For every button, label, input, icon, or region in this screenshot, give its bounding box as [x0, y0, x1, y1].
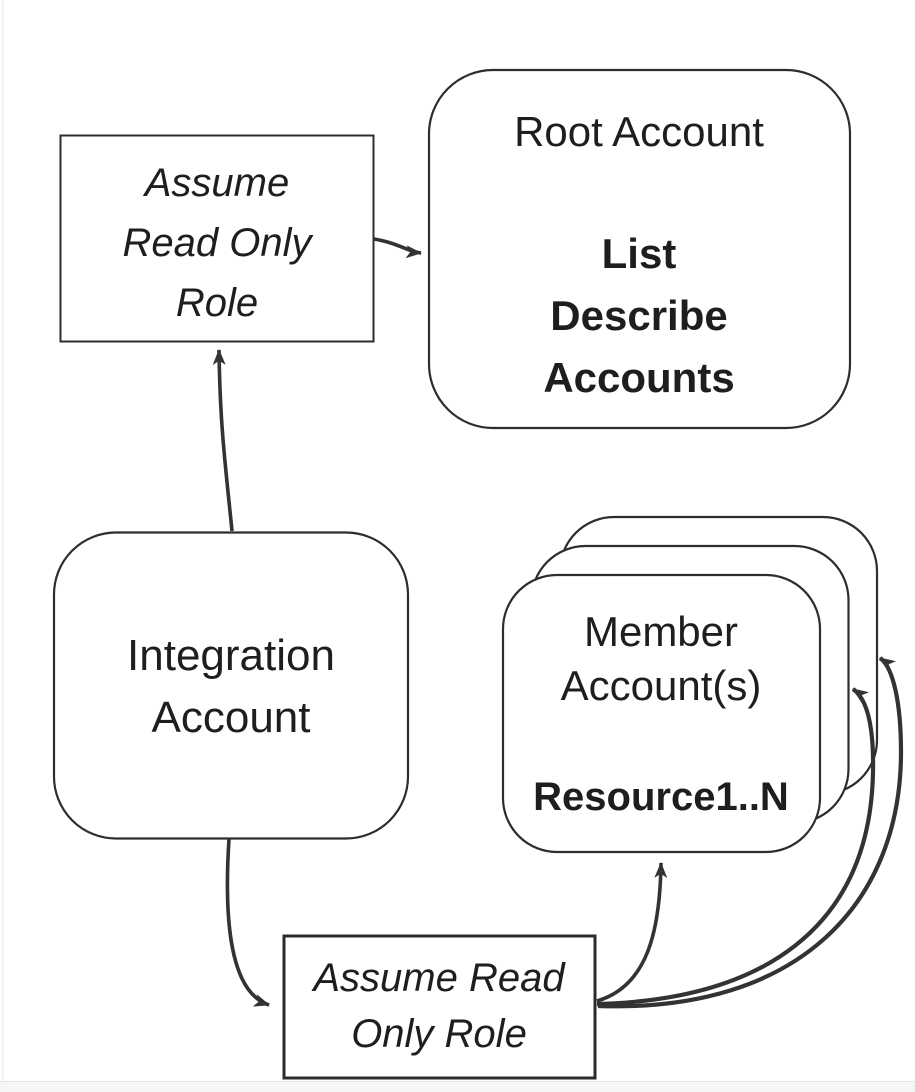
page-bottom-strip [0, 1082, 915, 1092]
edge-assume-top-to-root-account [373, 237, 422, 259]
node-assume-role-bottom: Assume Read Only Role [282, 934, 597, 1080]
root-account-action-3: Accounts [543, 354, 734, 401]
assume-role-bottom-box [282, 934, 597, 1080]
assume-role-bottom-line-1: Assume Read [311, 956, 566, 1000]
edge-integration-to-assume-top [212, 349, 234, 532]
edge-integration-to-assume-bottom [225, 838, 270, 1007]
edge-assume-bottom-to-member-front [596, 862, 668, 1003]
member-accounts-front-box [501, 573, 822, 854]
root-account-box [427, 68, 852, 430]
member-accounts-resource-label: Resource1..N [533, 775, 789, 819]
page-bottom-hairline [0, 1081, 915, 1082]
node-root-account: Root Account List Describe Accounts [427, 68, 852, 430]
integration-account-box [52, 531, 410, 840]
member-accounts-line-2: Account(s) [561, 662, 762, 709]
node-integration-account: Integration Account [52, 531, 410, 840]
assume-role-top-box [59, 134, 375, 343]
integration-account-line-2: Account [152, 693, 311, 742]
node-assume-role-top: Assume Read Only Role [59, 134, 375, 343]
edge-assume-bottom-to-member-middle [596, 687, 876, 1007]
root-account-action-1: List [602, 230, 677, 277]
diagram-edges [212, 237, 904, 1009]
root-account-action-2: Describe [550, 292, 727, 339]
edge-assume-bottom-to-member-back [597, 656, 904, 1009]
assume-role-bottom-line-2: Only Role [351, 1012, 527, 1056]
member-accounts-line-1: Member [584, 608, 738, 655]
assume-role-top-line-2: Read Only [123, 221, 315, 265]
integration-account-line-1: Integration [127, 631, 335, 680]
root-account-title: Root Account [514, 108, 764, 155]
assume-role-top-line-1: Assume [143, 161, 290, 205]
page-left-edge-line [2, 0, 4, 1092]
node-member-accounts-stack: Member Account(s) Resource1..N [501, 515, 879, 854]
assume-role-top-line-3: Role [176, 281, 258, 325]
